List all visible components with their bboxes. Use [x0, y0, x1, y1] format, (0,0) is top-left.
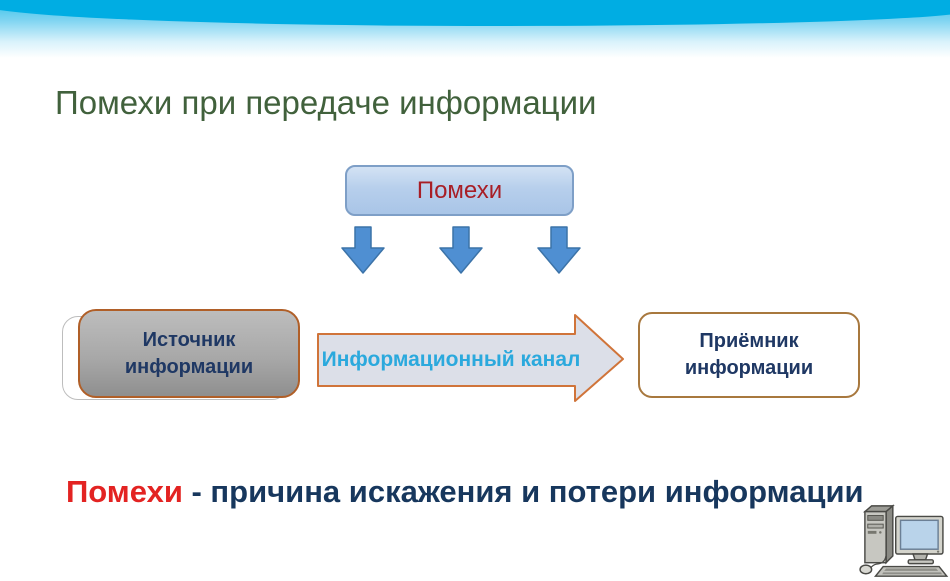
noise-box: Помехи — [345, 165, 574, 216]
desktop-computer-icon — [859, 504, 949, 577]
noise-box-label: Помехи — [416, 176, 503, 204]
conclusion-rest: - причина искажения и потери информации — [182, 474, 864, 509]
down-arrow-icon — [439, 226, 483, 274]
down-arrow-icon — [537, 226, 581, 274]
right-block-arrow-shape — [317, 314, 624, 402]
header-wave-shape — [0, 0, 950, 26]
source-box: Источник информации — [78, 309, 300, 398]
slide-title: Помехи при передаче информации — [55, 84, 597, 121]
source-box-label: Источник информации — [124, 328, 254, 378]
receiver-box-label: Приёмник информации — [684, 330, 814, 379]
conclusion-highlight: Помехи — [66, 474, 183, 509]
down-arrow-icon — [341, 226, 385, 274]
receiver-box: Приёмник информации — [638, 312, 860, 398]
conclusion-text: Помехи - причина искажения и потери инфо… — [66, 474, 864, 510]
header-band — [0, 0, 950, 58]
channel-label: Информационный канал — [321, 348, 581, 371]
